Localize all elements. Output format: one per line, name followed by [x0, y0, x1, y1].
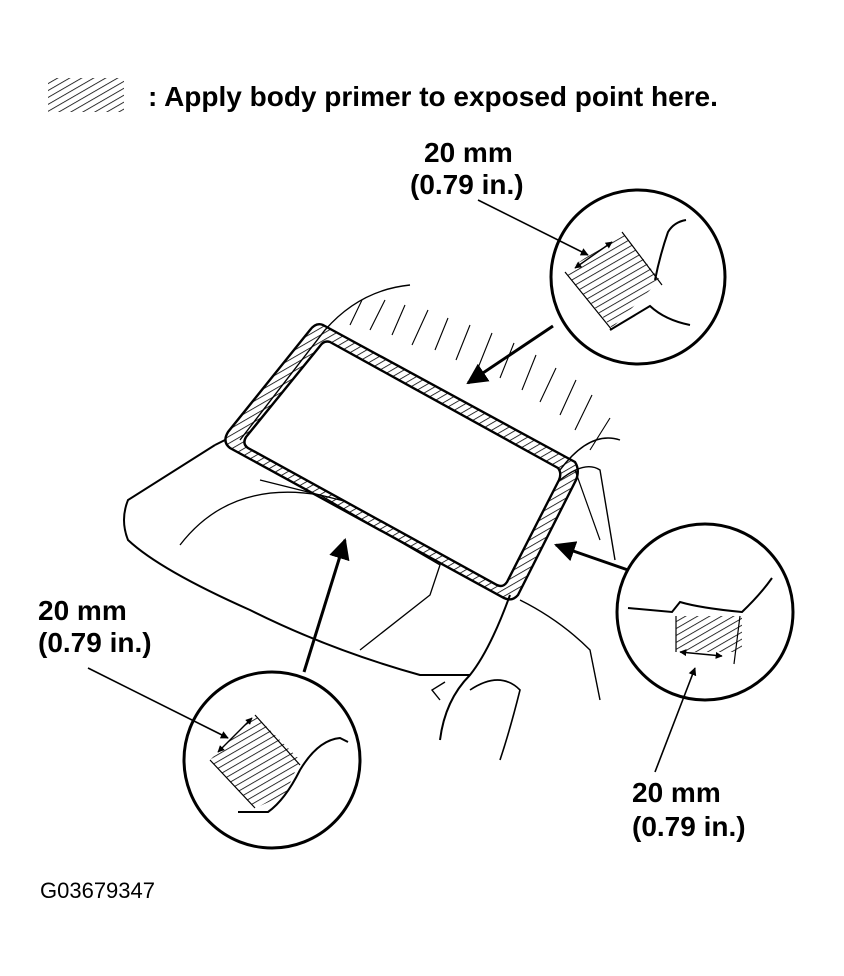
detail-circle-top [549, 188, 727, 366]
hatch-swatch-icon [48, 78, 124, 112]
callout-right-mm: 20 mm [632, 777, 721, 808]
callout-top-mm: 20 mm [424, 137, 513, 168]
callout-left-mm: 20 mm [38, 595, 127, 626]
callout-top-inch: (0.79 in.) [410, 169, 524, 200]
detail-circle-left [182, 670, 362, 850]
dimension-leaders [87, 199, 697, 773]
callout-left-inch: (0.79 in.) [38, 627, 152, 658]
roof-shading [349, 299, 611, 451]
legend-text: : Apply body primer to exposed point her… [148, 81, 718, 112]
figure-code: G03679347 [40, 878, 155, 903]
pointer-arrows [302, 324, 629, 673]
windshield-frame [224, 322, 579, 601]
callout-right-inch: (0.79 in.) [632, 811, 746, 842]
detail-circle-right [615, 522, 795, 702]
